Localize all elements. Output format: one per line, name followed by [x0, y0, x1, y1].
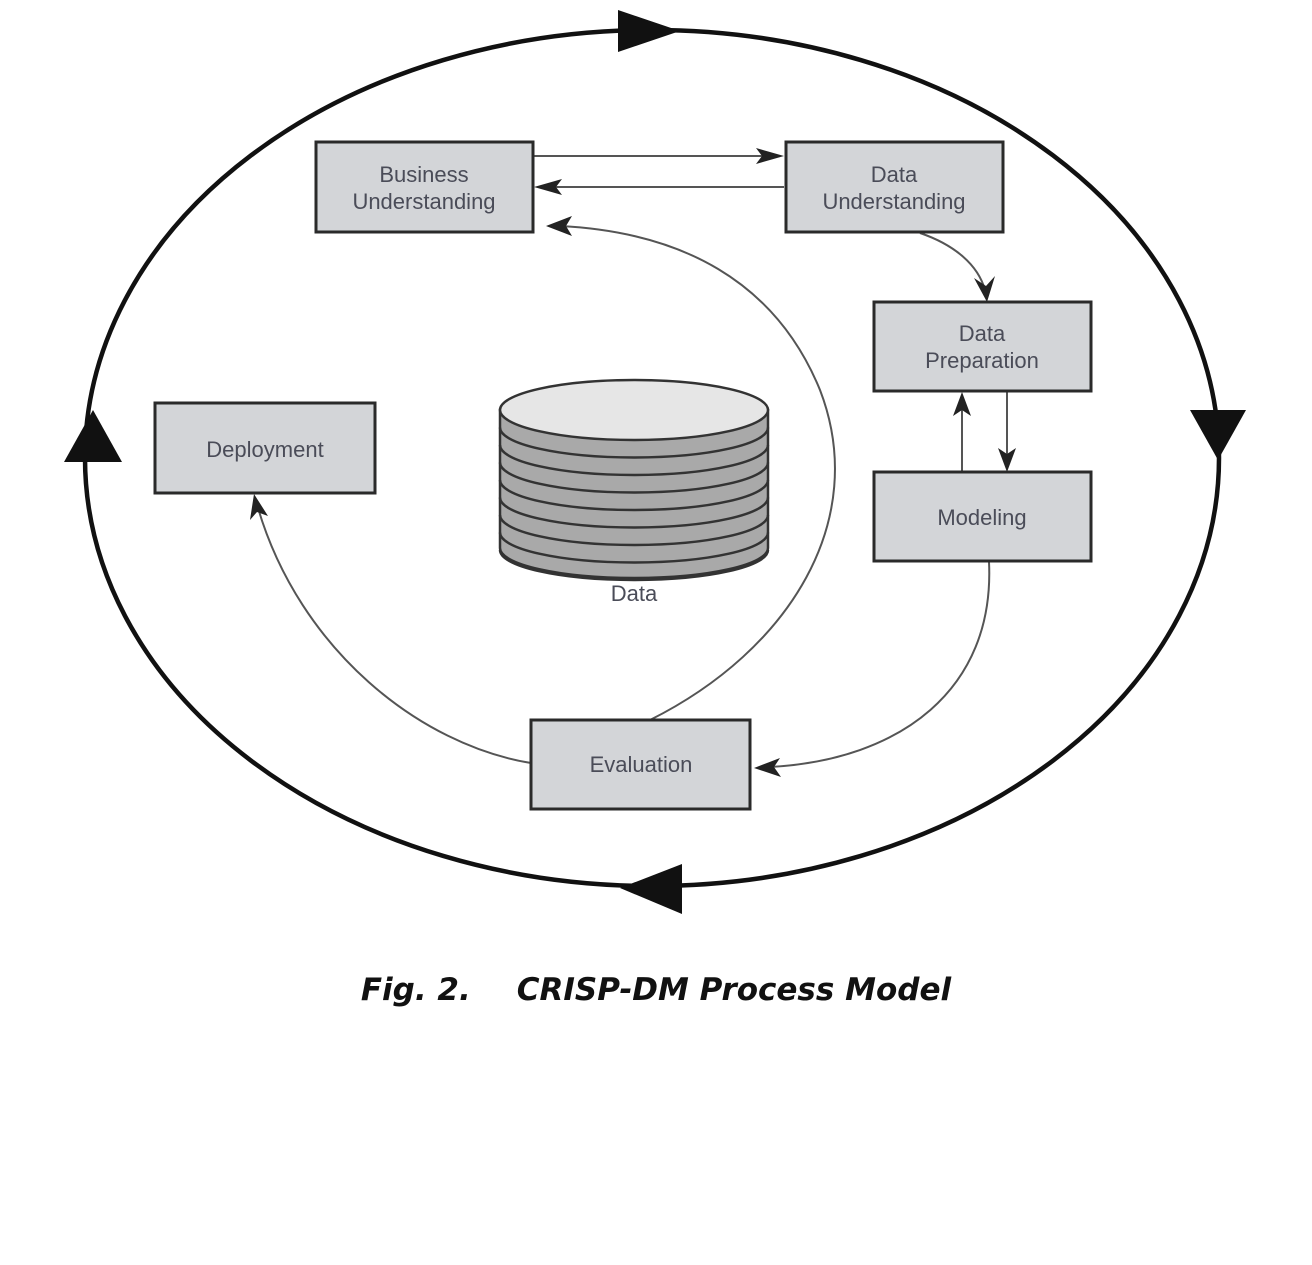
phase-label: Data [871, 162, 918, 187]
caption-title: CRISP-DM Process Model [516, 972, 952, 1008]
phase-label: Business [379, 162, 468, 187]
flow-data-understanding-to-data-preparation [919, 232, 986, 291]
arrowhead-icon [546, 216, 572, 236]
database-disk-ring [498, 444, 770, 477]
phase-modeling: Modeling [872, 470, 1093, 563]
arrowhead-icon [534, 179, 562, 195]
database-disk-ring [498, 497, 770, 529]
cycle-arrow-bottom-icon [620, 864, 682, 914]
arrowhead-icon [998, 448, 1016, 472]
phase-business-understanding: Business Understanding [314, 140, 535, 234]
cycle-arrow-left-icon [64, 410, 122, 462]
cycle-arrow-right-icon [1190, 410, 1246, 460]
phase-label: Preparation [925, 348, 1039, 373]
database-icon [498, 378, 770, 582]
figure-caption: Fig. 2. CRISP-DM Process Model [0, 972, 1312, 1008]
phase-evaluation: Evaluation [529, 718, 752, 811]
flow-modeling-to-evaluation [769, 561, 991, 768]
phase-label: Evaluation [590, 752, 693, 777]
database-disk-ring [498, 532, 770, 564]
phase-label: Data [959, 321, 1006, 346]
flow-evaluation-to-business [559, 225, 836, 721]
database-disk-ring [498, 427, 770, 459]
phase-deployment: Deployment [153, 401, 377, 495]
arrowhead-icon [974, 276, 995, 302]
phase-data-understanding: Data Understanding [784, 140, 1005, 234]
phase-label: Deployment [206, 437, 323, 462]
database-disk-ring [498, 462, 770, 494]
phase-label: Understanding [822, 189, 965, 214]
phase-data-preparation: Data Preparation [872, 300, 1093, 393]
phase-label: Modeling [937, 505, 1026, 530]
cycle-arrow-top-icon [618, 10, 680, 52]
arrowhead-icon [756, 148, 784, 164]
database-disk-ring [498, 514, 770, 547]
database-disk-ring [498, 549, 770, 582]
database-disk-ring [498, 479, 770, 512]
crisp-dm-diagram: Business Understanding Data Understandin… [64, 10, 1246, 914]
caption-number: Fig. 2. [360, 972, 471, 1008]
flow-evaluation-to-deployment [257, 507, 532, 764]
arrowhead-icon [953, 392, 971, 416]
phase-label: Understanding [352, 189, 495, 214]
arrowhead-icon [754, 758, 781, 777]
data-store-label: Data [611, 581, 658, 606]
arrowhead-icon [250, 494, 268, 520]
